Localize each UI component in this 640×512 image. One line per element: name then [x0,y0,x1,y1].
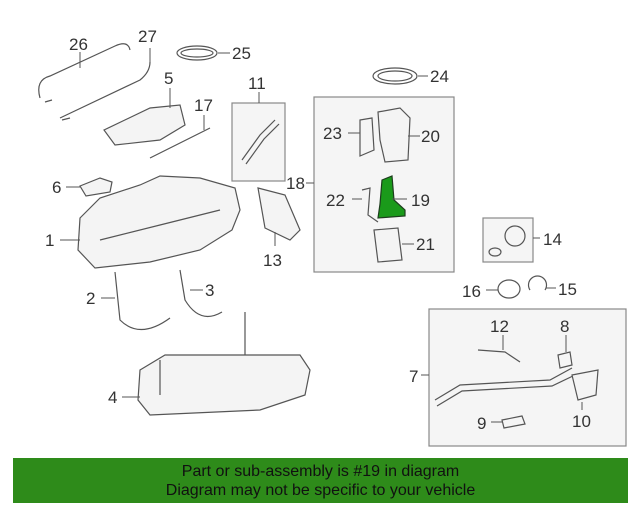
callout-8: 8 [560,317,569,336]
callout-16: 16 [462,282,481,301]
callout-3: 3 [205,281,214,300]
fuel-line-27 [59,61,151,119]
clip-9 [501,415,526,429]
wiring-part [361,187,379,223]
callout-1: 1 [45,231,54,250]
filler-pipe-part [434,367,573,401]
callout-7: 7 [409,367,418,386]
seal-16 [497,279,521,299]
strap-2 [114,271,171,331]
bracket-part [103,104,186,146]
callout-11: 11 [248,74,266,93]
callout-12: 12 [490,317,509,336]
o-ring-part [176,45,218,61]
callout-9: 9 [477,414,486,433]
callout-19: 19 [411,191,430,210]
callout-4: 4 [108,388,117,407]
heat-shield-part [257,187,301,241]
fuel-pump-highlight [377,175,406,219]
info-banner: Part or sub-assembly is #19 in diagram D… [13,458,628,503]
callout-25: 25 [232,44,251,63]
callout-21: 21 [416,235,435,254]
callout-6: 6 [52,178,61,197]
callout-24: 24 [430,67,449,86]
callout-10: 10 [572,412,591,431]
callout-2: 2 [86,289,95,308]
hose-part [149,127,211,159]
clamp-15 [527,275,548,291]
bracket-10 [571,369,599,401]
banner-line-2: Diagram may not be specific to your vehi… [165,482,476,499]
pump-module-part [377,107,411,163]
fuel-cap-box [482,217,534,263]
fuel-tank [77,175,241,269]
callout-18: 18 [286,174,305,193]
valve-8 [557,351,573,369]
callout-13: 13 [263,251,282,270]
callout-14: 14 [543,230,562,249]
filler-neck-box [231,102,286,182]
skid-plate [137,354,311,416]
fuel-line-26 [38,43,131,99]
fuel-cap-part [504,225,526,247]
shield-part [79,177,113,197]
callout-22: 22 [326,191,345,210]
callout-20: 20 [421,127,440,146]
banner-line-1: Part or sub-assembly is #19 in diagram [181,463,460,480]
callout-15: 15 [558,280,577,299]
callout-27: 27 [138,27,157,46]
bracket-12 [477,349,521,363]
lock-ring-part [372,67,418,85]
filter-part [373,227,403,263]
strap-3 [179,269,223,318]
sender-part [359,117,375,157]
callout-5: 5 [164,69,173,88]
callout-23: 23 [323,124,342,143]
callout-17: 17 [194,96,213,115]
filler-neck-part [241,119,280,165]
callout-26: 26 [69,35,88,54]
